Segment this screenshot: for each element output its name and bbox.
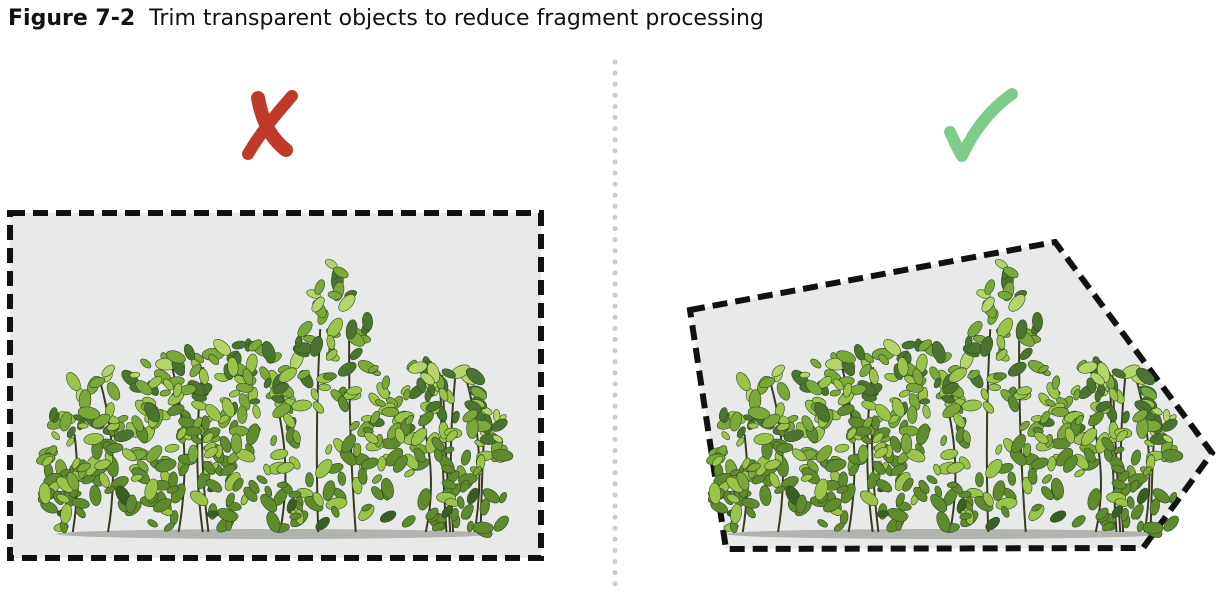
- bush-image-left: [36, 258, 514, 539]
- panel-trimmed: [686, 88, 1216, 553]
- bush-image-right: [706, 258, 1184, 539]
- cross-icon: [242, 90, 298, 160]
- figure-number: Figure 7-2: [8, 6, 136, 31]
- panel-untrimmed: [7, 90, 544, 561]
- check-icon: [944, 88, 1018, 162]
- figure-caption: Figure 7-2 Trim transparent objects to re…: [8, 6, 764, 31]
- figure-title: Trim transparent objects to reduce fragm…: [149, 6, 764, 31]
